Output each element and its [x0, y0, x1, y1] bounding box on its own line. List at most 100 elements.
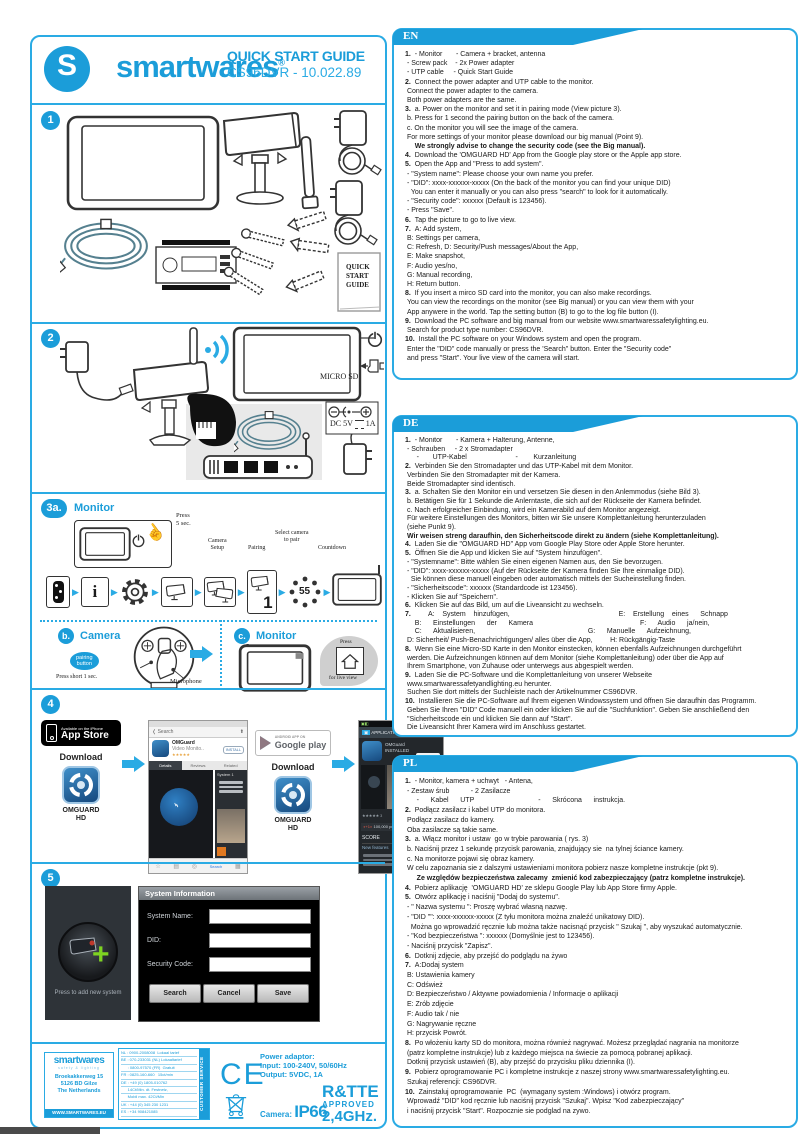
divider — [32, 688, 385, 690]
countdown-number: 55 — [298, 586, 311, 597]
search-button: Search — [149, 984, 201, 1003]
did-input — [209, 933, 311, 948]
dotted-divider — [40, 620, 377, 622]
flow-arrow-icon: ▶ — [278, 586, 286, 597]
text-line: 9. Pobierz oprogramowanie PC i kompletne… — [405, 1069, 730, 1077]
mini-monitor-icon — [79, 527, 131, 561]
panel-pairing: 3a. Monitor ☝ Press 5 sec. Camera Setup … — [32, 494, 385, 692]
pairing-tile — [203, 577, 236, 607]
text-line: 10. Install the PC software on your Wind… — [405, 336, 642, 344]
text-line: - Schrauben - 2 x Stromadapter — [405, 445, 513, 453]
text-line: 3. a. Schalten Sie den Monitor ein und v… — [405, 489, 701, 497]
thumbnail — [217, 809, 245, 843]
text-line: - "DID "": xxxx-xxxxxx-xxxxx (Z tyłu mon… — [405, 913, 645, 921]
divider — [32, 322, 385, 324]
language-tab-en: EN — [393, 29, 643, 45]
select-camera-label: Select camera to pair — [275, 530, 309, 543]
flow-arrow-icon: ▶ — [323, 586, 331, 597]
text-line: 9. Download the PC software and big manu… — [405, 317, 709, 325]
pairing-flow: ▶ i ▶ ▶ ▶ ▶ 1 ▶ — [46, 565, 383, 614]
text-line: c. Na monitorze pojawi się obraz kamery. — [405, 855, 535, 863]
field-row: Security Code: — [147, 957, 311, 972]
left-illustration-panel: S ® smartwares® QUICK START GUIDE CS96DV… — [30, 35, 444, 1129]
text-line: B: Settings per camera, — [405, 235, 481, 243]
cancel-button: Cancel — [203, 984, 255, 1003]
step-2-badge: 2 — [41, 329, 60, 348]
divider — [32, 1042, 385, 1044]
arrow-icon — [122, 756, 146, 772]
text-line: D: Bezpieczeństwo / Aktywne powiadomieni… — [405, 991, 619, 999]
tabs-row: Details Reviews Related — [149, 761, 247, 770]
text-line: (siehe Punkt 9). — [405, 524, 456, 532]
text-line: - "Security code": xxxxxx (Default is 12… — [405, 198, 547, 206]
camera-app-icon: ▣ — [362, 730, 371, 735]
text-line: 10. Installieren Sie die PC-Software auf… — [405, 698, 757, 706]
weee-bin-icon — [225, 1094, 247, 1120]
text-line: - "Sicherheitscode": xxxxxx (Standardcod… — [405, 584, 578, 592]
menu-strip-icon — [52, 581, 64, 603]
logo-registered-mark: ® — [82, 48, 87, 54]
text-line: - Klicken Sie auf "Speichern". — [405, 593, 498, 601]
rating-stars: ★★★★★ — [172, 752, 190, 757]
score-label: SCORE — [362, 835, 380, 841]
ip-rating: IP66 — [294, 1102, 328, 1121]
thumb-1 — [361, 765, 385, 809]
dialog-title: System Information — [139, 887, 319, 900]
back-link: ❬ Search — [152, 729, 174, 735]
text-line: and press "Start". Your live view of the… — [405, 354, 580, 362]
preview-image: ⌁ — [149, 770, 213, 859]
camera-silhouette-icon — [69, 937, 97, 955]
pl-instructions: 1. - Monitor, kamera + uchwyt - Antena, … — [405, 777, 792, 1123]
brand-registered-mark: ® — [278, 57, 285, 68]
live-view-button — [336, 647, 364, 675]
text-line: 4. Laden Sie die "OMGUARD HD" App vom Go… — [405, 541, 685, 549]
text-line: Both power adapters are the same. — [405, 97, 517, 105]
tab-details: Details — [149, 761, 182, 770]
flow-arrow-icon: ▶ — [237, 586, 245, 597]
menu-tile — [46, 576, 70, 608]
en-instructions: 1. - Monitor - Camera + bracket, antenna… — [405, 50, 792, 375]
text-line: 3. a. Włącz monitor i ustaw go w trybie … — [405, 836, 589, 844]
website-bar: WWW.SMARTWARES.EU — [45, 1109, 113, 1117]
text-line: ES : +34 908421085 — [121, 1109, 197, 1117]
text-line: UK : +44 (0) 345 230 1231 — [121, 1102, 197, 1110]
text-line: - Naciśnij przycisk "Zapisz". — [405, 942, 493, 950]
monitor-result-tile — [332, 565, 383, 611]
text-line: Beide Stromadapter sind identisch. — [405, 480, 516, 488]
divider — [32, 862, 385, 864]
divider — [32, 492, 385, 494]
text-line: You can enter it manually or you can als… — [405, 189, 668, 197]
model-number: CS96DVR - 10.022.89 — [227, 65, 362, 80]
address-line: Broekakkerweg 15 — [54, 1074, 104, 1080]
iphone-icon — [46, 724, 57, 742]
save-button: Save — [257, 984, 309, 1003]
text-line: G: Nagrywanie ręczne — [405, 1020, 477, 1028]
iphone-appstore-screenshot: ❬ Search⬆ OMGuard Video Monito.. ★★★★★ I… — [148, 720, 248, 874]
text-line: BE : 070-233031 (NL) Lokaaltarief — [121, 1057, 197, 1065]
text-line: C: Odśwież — [405, 981, 443, 989]
text-line: 3. a. Power on the monitor and set it in… — [405, 106, 622, 114]
text-line: (patrz kompletne instrukcje) lub z każde… — [405, 1049, 693, 1057]
step-3a-badge: 3a. — [41, 499, 67, 518]
arrow-to-monitor — [190, 646, 214, 662]
address-line: The Netherlands — [57, 1088, 101, 1094]
text-line: - Press "Save". — [405, 207, 454, 215]
gear-icon — [121, 578, 149, 606]
text-line: For more settings of your monitor please… — [405, 133, 644, 141]
section-pl: PL 1. - Monitor, kamera + uchwyt - Anten… — [392, 755, 798, 1128]
panel-add-system: 5 + Press to add new system System Infor… — [32, 864, 385, 1042]
add-system-screenshot: + Press to add new system — [45, 886, 131, 1020]
text-line: 2. Connect the power adapter and UTP cab… — [405, 78, 594, 86]
logo-letter: S — [56, 49, 77, 82]
text-line: c. On the monitor you will see the image… — [405, 124, 579, 132]
dc-symbol — [354, 419, 364, 429]
text-line: 6. Tap the picture to go to live view. — [405, 216, 516, 224]
text-line: Wir weisen streng daraufhin, den Sicherh… — [405, 532, 719, 540]
text-line: - "DID": xxxx-xxxxxx-xxxxx (Auf der Rück… — [405, 567, 685, 575]
text-line: Suchen Sie dort mittels der Suchleiste n… — [405, 689, 638, 697]
text-line: 2. Podłącz zasilacz i kabel UTP do monit… — [405, 807, 546, 815]
panel-connections: 2 — [32, 324, 385, 490]
